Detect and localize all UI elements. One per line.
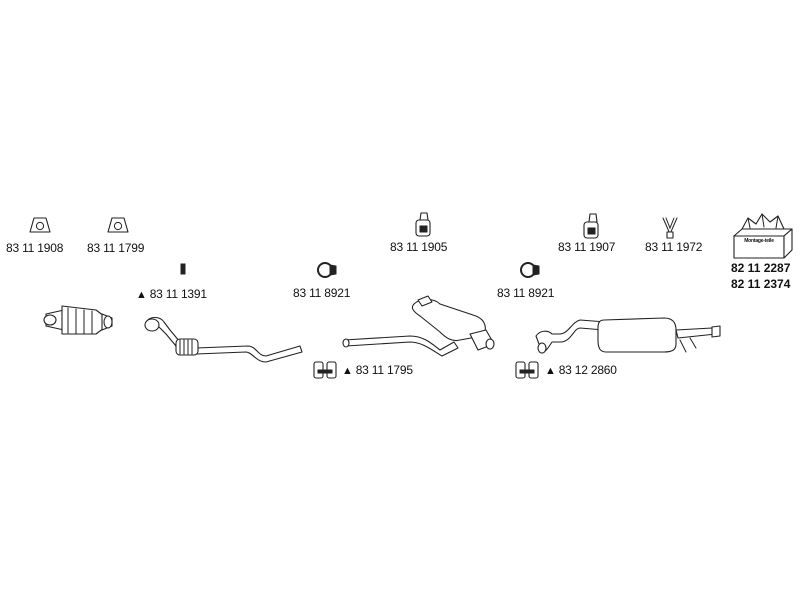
small-gasket-icon[interactable] [180,263,186,275]
clamp-icon-1[interactable] [313,361,337,379]
clamp-ring-icon-2[interactable] [520,262,540,278]
mounting-kit-box-icon[interactable] [733,213,793,259]
clamp-icon-2[interactable] [515,361,539,379]
part-number-rubber-mount-2: 83 11 1907 [558,240,616,254]
triangle-marker-icon: ▲ [342,365,353,377]
rubber-mount-icon-1[interactable] [415,212,431,237]
part-number-kit-2: 82 11 2374 [731,277,791,291]
part-number-clamp-1: ▲83 11 1795 [342,363,413,378]
mounting-kit-box-label: Montage-teile [744,238,774,244]
triangle-marker-icon: ▲ [545,365,556,377]
part-number-rubber-mount-1: 83 11 1905 [390,240,448,254]
rubber-mount-icon-2[interactable] [583,213,599,239]
front-pipe-icon[interactable] [144,316,303,363]
part-number-kit-1: 82 11 2287 [731,261,791,275]
middle-silencer-icon[interactable] [342,295,495,357]
gasket-icon-2[interactable] [107,217,129,233]
part-number-clamp-2: ▲83 12 2860 [545,363,617,378]
part-number-clamp-ring-2: 83 11 8921 [497,286,555,300]
part-number-gasket-1: 83 11 1908 [6,241,64,255]
part-number-clamp-2-text: 83 12 2860 [558,363,617,377]
part-number-bracket: 83 11 1972 [645,240,703,254]
part-number-gasket-2: 83 11 1799 [87,241,145,255]
rear-silencer-icon[interactable] [535,317,721,354]
gasket-icon-1[interactable] [29,217,51,233]
clamp-ring-icon-1[interactable] [317,262,337,278]
triangle-marker-icon: ▲ [136,289,147,301]
part-number-clamp-ring-1: 83 11 8921 [293,286,351,300]
part-number-clamp-1-text: 83 11 1795 [355,363,413,377]
part-number-gasket-3: ▲83 11 1391 [136,287,207,302]
part-number-gasket-3-text: 83 11 1391 [149,287,207,301]
catalytic-converter-icon[interactable] [43,305,113,335]
bracket-icon[interactable] [662,217,678,239]
